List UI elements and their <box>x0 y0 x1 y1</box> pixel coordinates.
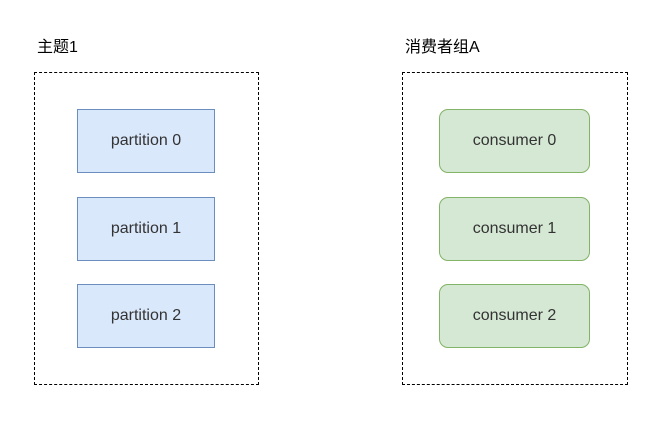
consumer-0-box[interactable]: consumer 0 <box>439 109 590 173</box>
partition-1-label: partition 1 <box>110 220 182 237</box>
consumer-group-frame <box>402 72 628 385</box>
partition-2-box[interactable]: partition 2 <box>77 284 215 348</box>
partition-2-label: partition 2 <box>110 307 182 324</box>
topic-group-frame <box>34 72 259 385</box>
consumer-group-title: 消费者组A <box>405 39 480 56</box>
consumer-1-box[interactable]: consumer 1 <box>439 197 590 261</box>
partition-1-box[interactable]: partition 1 <box>77 197 215 261</box>
consumer-2-label: consumer 2 <box>472 307 557 324</box>
consumer-1-label: consumer 1 <box>472 220 557 237</box>
topic-title: 主题1 <box>37 39 78 56</box>
partition-0-box[interactable]: partition 0 <box>77 109 215 173</box>
consumer-2-box[interactable]: consumer 2 <box>439 284 590 348</box>
consumer-0-label: consumer 0 <box>472 132 557 149</box>
partition-0-label: partition 0 <box>110 132 182 149</box>
